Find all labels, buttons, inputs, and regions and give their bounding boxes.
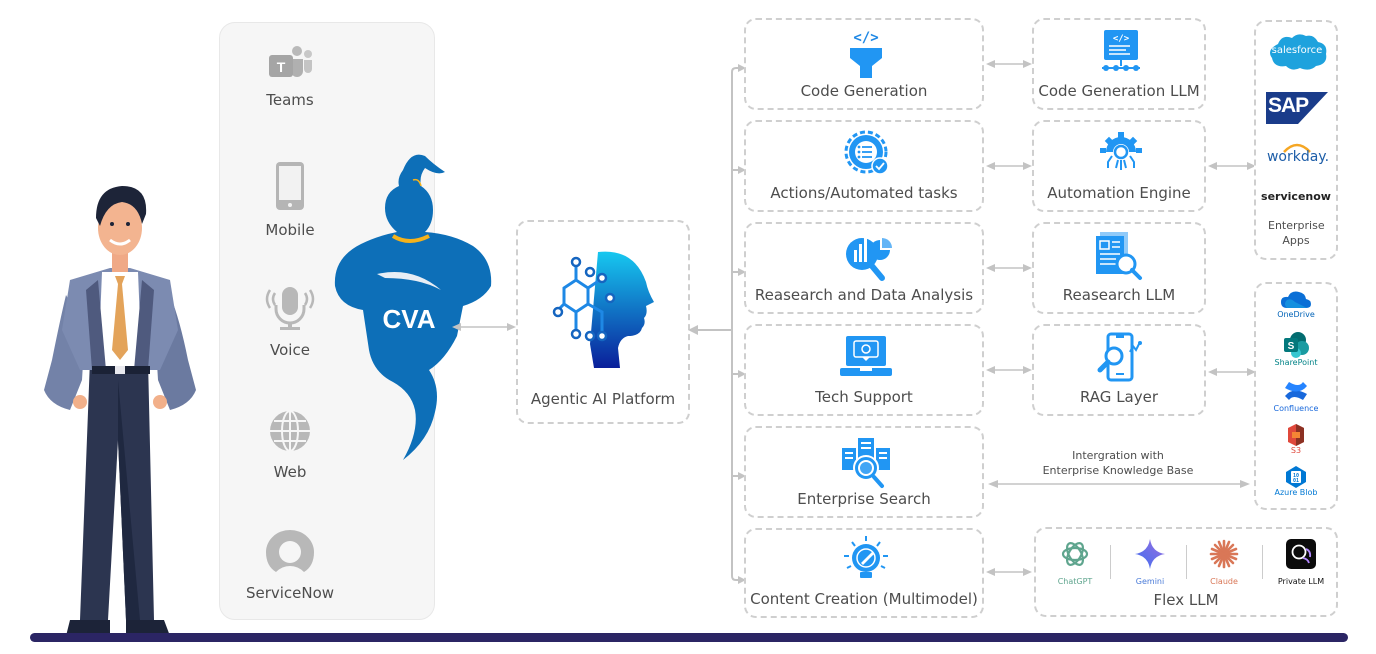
model-claude[interactable]: Claude [1196,539,1252,586]
svg-text:</>: </> [853,30,878,46]
capability-label: Reasearch and Data Analysis [754,286,974,304]
source-onedrive[interactable]: OneDrive [1256,290,1336,319]
enterprise-search-knowledge-connector [988,480,1250,488]
svg-text:01: 01 [1293,478,1299,484]
business-person-illustration [44,186,196,636]
channel-label: Voice [270,341,310,359]
channel-servicenow[interactable]: ServiceNow [220,528,360,602]
gemini-sparkle-icon [1135,539,1165,569]
divider [1110,545,1111,579]
teams-icon: T [269,46,312,77]
enterprise-apps-title: Enterprise Apps [1268,219,1325,247]
s3-bucket-icon [1288,424,1304,446]
capability-actions-automated-tasks[interactable]: Actions/Automated tasks [744,120,984,212]
onedrive-icon [1281,291,1311,308]
channel-mobile[interactable]: Mobile [220,161,360,239]
svg-text:T: T [277,59,286,75]
capability-tech-support[interactable]: Tech Support [744,324,984,416]
capability-engine-connectors [986,60,1032,576]
svg-text:10: 10 [1293,473,1299,479]
servicenow-icon [266,530,314,572]
platform-trunk-connector [688,64,746,584]
salesforce-logo: salesforce [1266,32,1328,72]
engine-label: Code Generation LLM [1038,82,1200,100]
engine-rag-layer[interactable]: RAG Layer [1032,324,1206,416]
genie-platform-connector [452,323,516,331]
engine-code-generation-llm[interactable]: </> Code Generation LLM [1032,18,1206,110]
ground-line [30,633,1348,642]
confluence-icon [1285,382,1307,400]
engine-external-connectors [1208,162,1256,376]
source-s3[interactable]: S3 [1256,424,1336,455]
laptop-gear-icon [840,336,892,376]
automation-gear-icon [1100,132,1142,170]
agentic-ai-platform-box[interactable]: Agentic AI Platform [516,220,690,424]
phone-search-icon [1097,332,1142,382]
mobile-phone-icon [276,162,304,210]
chart-magnifier-icon [846,238,892,281]
engine-research-llm[interactable]: Reasearch LLM [1032,222,1206,314]
model-private-llm[interactable]: Private LLM [1270,539,1332,586]
platform-label: Agentic AI Platform [530,390,676,408]
capability-label: Tech Support [815,388,913,406]
source-confluence[interactable]: Confluence [1256,378,1336,413]
capability-label: Actions/Automated tasks [770,184,958,202]
globe-icon [270,410,310,452]
enterprise-apps-box[interactable]: salesforce SAP workday. servicenow Enter… [1254,20,1338,260]
gear-checklist-icon [844,130,889,175]
integration-note-line2: Enterprise Knowledge Base [1042,464,1194,477]
channel-voice[interactable]: Voice [220,285,360,359]
engine-label: RAG Layer [1079,388,1159,406]
document-search-icon [1096,232,1142,280]
ai-head-circuit-icon [552,251,654,368]
channel-web[interactable]: Web [220,409,360,481]
channel-label: Web [273,463,307,481]
engine-automation-engine[interactable]: Automation Engine [1032,120,1206,212]
private-llm-chat-icon [1286,539,1316,569]
source-sharepoint[interactable]: S SharePoint [1256,332,1336,367]
sap-logo: SAP [1266,92,1328,124]
sharepoint-icon: S [1284,332,1309,358]
workday-logo: workday. [1260,142,1336,168]
model-chatgpt[interactable]: ChatGPT [1050,539,1100,586]
genie-logo-text: CVA [383,304,436,334]
capability-label: Enterprise Search [797,490,931,508]
code-llm-icon: </> [1102,30,1140,71]
code-funnel-icon: </> [850,30,882,78]
capability-label: Content Creation (Multimodel) [750,590,978,608]
capability-label: Code Generation [800,82,928,100]
engine-label: Automation Engine [1047,184,1191,202]
capability-code-generation[interactable]: </> Code Generation [744,18,984,110]
divider [1262,545,1263,579]
lightbulb-pencil-icon [844,536,888,578]
flex-llm-title: Flex LLM [1153,591,1219,609]
svg-text:</>: </> [1113,34,1130,44]
capability-research-data-analysis[interactable]: Reasearch and Data Analysis [744,222,984,314]
genie-mascot: CVA [334,154,492,460]
divider [1186,545,1187,579]
building-search-icon [842,438,890,488]
integration-note: Intergration with Enterprise Knowledge B… [990,448,1246,478]
channel-label: ServiceNow [245,584,335,602]
servicenow-logo: servicenow [1261,190,1331,203]
capability-enterprise-search[interactable]: Enterprise Search [744,426,984,518]
microphone-icon [265,287,315,330]
svg-text:S: S [1288,341,1295,352]
channel-teams[interactable]: T Teams [220,45,360,109]
integration-note-line1: Intergration with [1072,449,1164,462]
chatgpt-icon [1061,542,1089,566]
channel-label: Mobile [265,221,315,239]
channel-label: Teams [266,91,314,109]
capability-content-creation[interactable]: Content Creation (Multimodel) [744,528,984,618]
flex-llm-box[interactable]: ChatGPT Gemini Claude Private LLM Flex L… [1034,527,1338,617]
claude-starburst-icon [1209,539,1239,569]
model-gemini[interactable]: Gemini [1122,539,1178,586]
engine-label: Reasearch LLM [1062,286,1176,304]
